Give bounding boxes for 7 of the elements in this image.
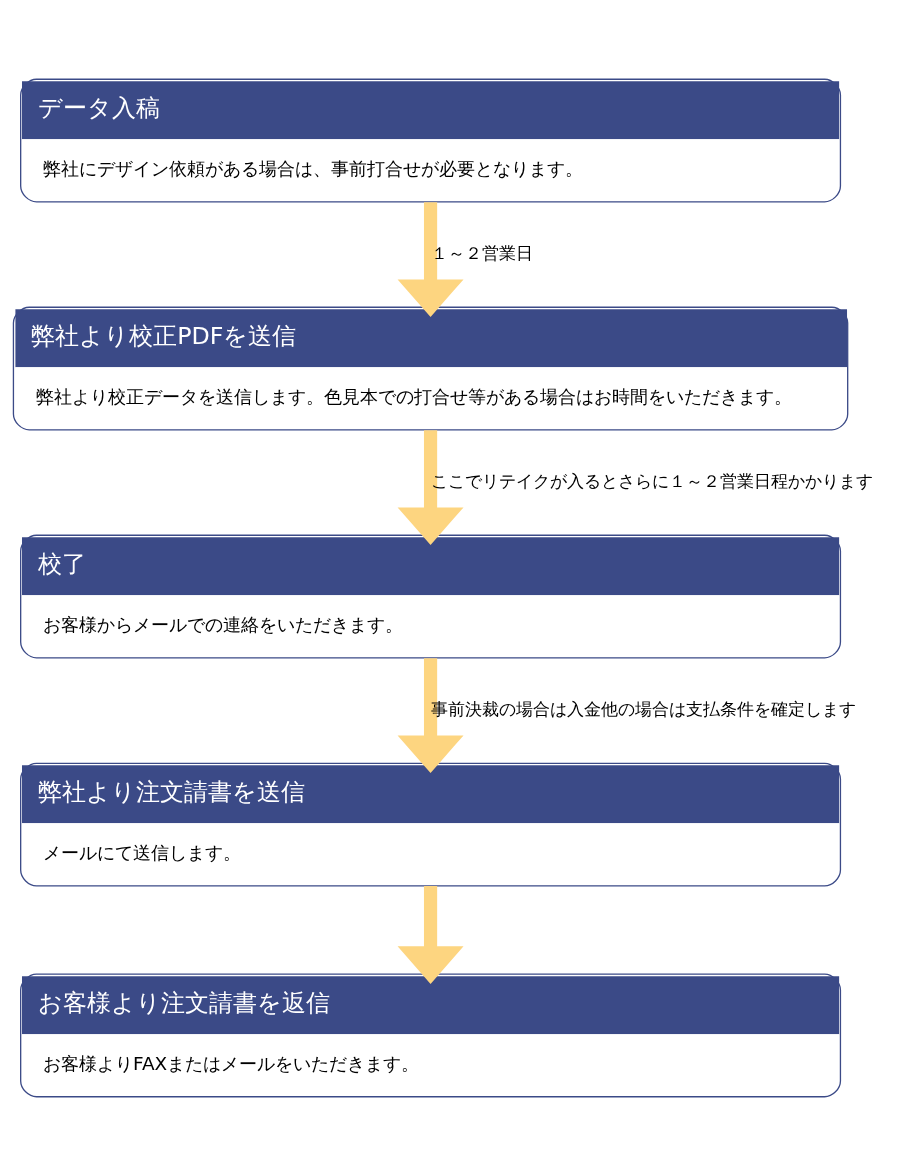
arrow — [397, 430, 464, 546]
edge-label: ここでリテイクが入るとさらに１～２営業日程かかります — [430, 471, 873, 492]
arrow — [397, 658, 464, 774]
edge-label: １～２営業日 — [430, 243, 533, 264]
arrow — [397, 202, 464, 318]
arrow — [397, 886, 464, 985]
edge-label: 事前決裁の場合は入金他の場合は支払条件を確定します — [430, 699, 856, 720]
